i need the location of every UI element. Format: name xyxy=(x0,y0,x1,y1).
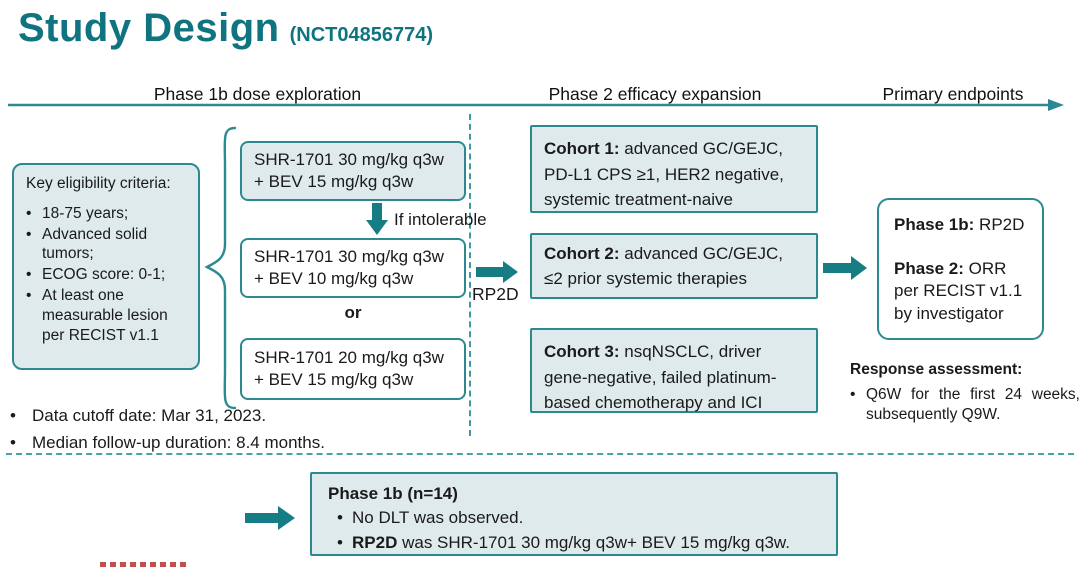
response-assessment-item: Q6W for the first 24 weeks, subsequently… xyxy=(866,386,1080,424)
results-arrow-icon xyxy=(245,506,295,530)
cropped-red-watermark xyxy=(100,562,186,567)
endpoints-phase2-label: Phase 2: xyxy=(894,258,964,278)
title-nct-number: (NCT04856774) xyxy=(289,24,434,46)
endpoints-phase2-line2: per RECIST v1.1 xyxy=(894,281,1023,301)
curly-brace-icon xyxy=(202,126,238,410)
study-notes: Data cutoff date: Mar 31, 2023. Median f… xyxy=(10,403,325,458)
results-rp2d-label: RP2D xyxy=(352,533,398,553)
title-main: Study Design xyxy=(18,6,280,50)
rp2d-label: RP2D xyxy=(472,284,519,304)
eligibility-item: 18-75 years; xyxy=(42,204,129,222)
cohort-3-text: nsqNSCLC, driver gene-negative, failed p… xyxy=(544,342,777,412)
results-title: Phase 1b (n=14) xyxy=(328,484,458,503)
header-phase1b: Phase 1b dose exploration xyxy=(153,84,362,104)
endpoints-phase1b-label: Phase 1b: xyxy=(894,215,975,234)
dose3-line2: + BEV 15 mg/kg q3w xyxy=(254,370,414,389)
response-assessment: Response assessment: Q6W for the first 2… xyxy=(850,360,1080,426)
bullet-icon xyxy=(328,506,352,530)
dose1-line2: + BEV 15 mg/kg q3w xyxy=(254,172,414,191)
bullet-icon xyxy=(10,403,32,429)
dose2-line1: SHR-1701 30 mg/kg q3w xyxy=(254,246,444,266)
rp2d-arrow-icon xyxy=(476,261,518,283)
page-title: Study Design (NCT04856774) xyxy=(18,6,433,51)
dose1-line1: SHR-1701 30 mg/kg q3w xyxy=(254,149,444,169)
phase-divider-dashed-line xyxy=(469,114,471,436)
endpoints-phase1b-value: RP2D xyxy=(974,215,1025,234)
cohort-3-box: Cohort 3: nsqNSCLC, driver gene-negative… xyxy=(530,328,818,413)
eligibility-item: ECOG score: 0-1; xyxy=(42,266,166,284)
results-bullet-dlt: No DLT was observed. xyxy=(352,508,524,528)
bullet-icon xyxy=(328,531,352,555)
response-assessment-title: Response assessment: xyxy=(850,361,1023,378)
cohort-2-box: Cohort 2: advanced GC/GEJC, ≤2 prior sys… xyxy=(530,233,818,299)
endpoints-phase2-line3: by investigator xyxy=(894,303,1004,323)
note-data-cutoff: Data cutoff date: Mar 31, 2023. xyxy=(32,406,267,425)
header-primary-endpoints: Primary endpoints xyxy=(882,84,1024,104)
endpoints-arrow-icon xyxy=(823,256,867,280)
dose2-line2: + BEV 10 mg/kg q3w xyxy=(254,269,414,288)
note-followup: Median follow-up duration: 8.4 months. xyxy=(32,433,325,453)
bullet-icon xyxy=(26,265,42,285)
cohort-2-label: Cohort 2: xyxy=(544,243,620,263)
cohort-1-text: advanced GC/GEJC, PD-L1 CPS ≥1, HER2 neg… xyxy=(544,139,784,209)
primary-endpoints-box: Phase 1b: RP2D Phase 2: ORR per RECIST v… xyxy=(877,198,1044,340)
bullet-icon xyxy=(850,385,866,405)
results-rp2d-text: was SHR-1701 30 mg/kg q3w+ BEV 15 mg/kg … xyxy=(397,533,790,553)
dose3-line1: SHR-1701 20 mg/kg q3w xyxy=(254,347,444,367)
eligibility-title: Key eligibility criteria: xyxy=(26,175,171,192)
eligibility-item: Advanced solid tumors; xyxy=(42,225,148,263)
endpoints-phase2-value: ORR xyxy=(963,258,1007,278)
cohort-2-text: advanced GC/GEJC, ≤2 prior systemic ther… xyxy=(544,243,784,289)
dose-box-1: SHR-1701 30 mg/kg q3w + BEV 15 mg/kg q3w xyxy=(240,141,466,201)
bullet-icon xyxy=(26,286,42,345)
timeline-arrow-icon xyxy=(8,98,1064,112)
cohort-1-box: Cohort 1: advanced GC/GEJC, PD-L1 CPS ≥1… xyxy=(530,125,818,213)
eligibility-item: At least one measurable lesion per RECIS… xyxy=(42,287,168,344)
if-intolerable-label: If intolerable xyxy=(394,210,487,229)
cohort-1-label: Cohort 1: xyxy=(544,139,620,158)
header-phase2: Phase 2 efficacy expansion xyxy=(548,84,762,104)
dose-box-2: SHR-1701 30 mg/kg q3w + BEV 10 mg/kg q3w xyxy=(240,238,466,298)
dose-box-3: SHR-1701 20 mg/kg q3w + BEV 15 mg/kg q3w xyxy=(240,338,466,400)
eligibility-box: Key eligibility criteria: 18-75 years; A… xyxy=(12,163,200,370)
or-label: or xyxy=(344,303,362,322)
down-arrow-icon xyxy=(366,203,388,236)
bullet-icon xyxy=(26,204,42,224)
section-divider-dashed-line xyxy=(6,453,1074,455)
cohort-3-label: Cohort 3: xyxy=(544,342,620,361)
bullet-icon xyxy=(26,225,42,265)
bullet-icon xyxy=(10,430,32,456)
phase1b-results-box: Phase 1b (n=14) No DLT was observed. RP2… xyxy=(310,472,838,556)
